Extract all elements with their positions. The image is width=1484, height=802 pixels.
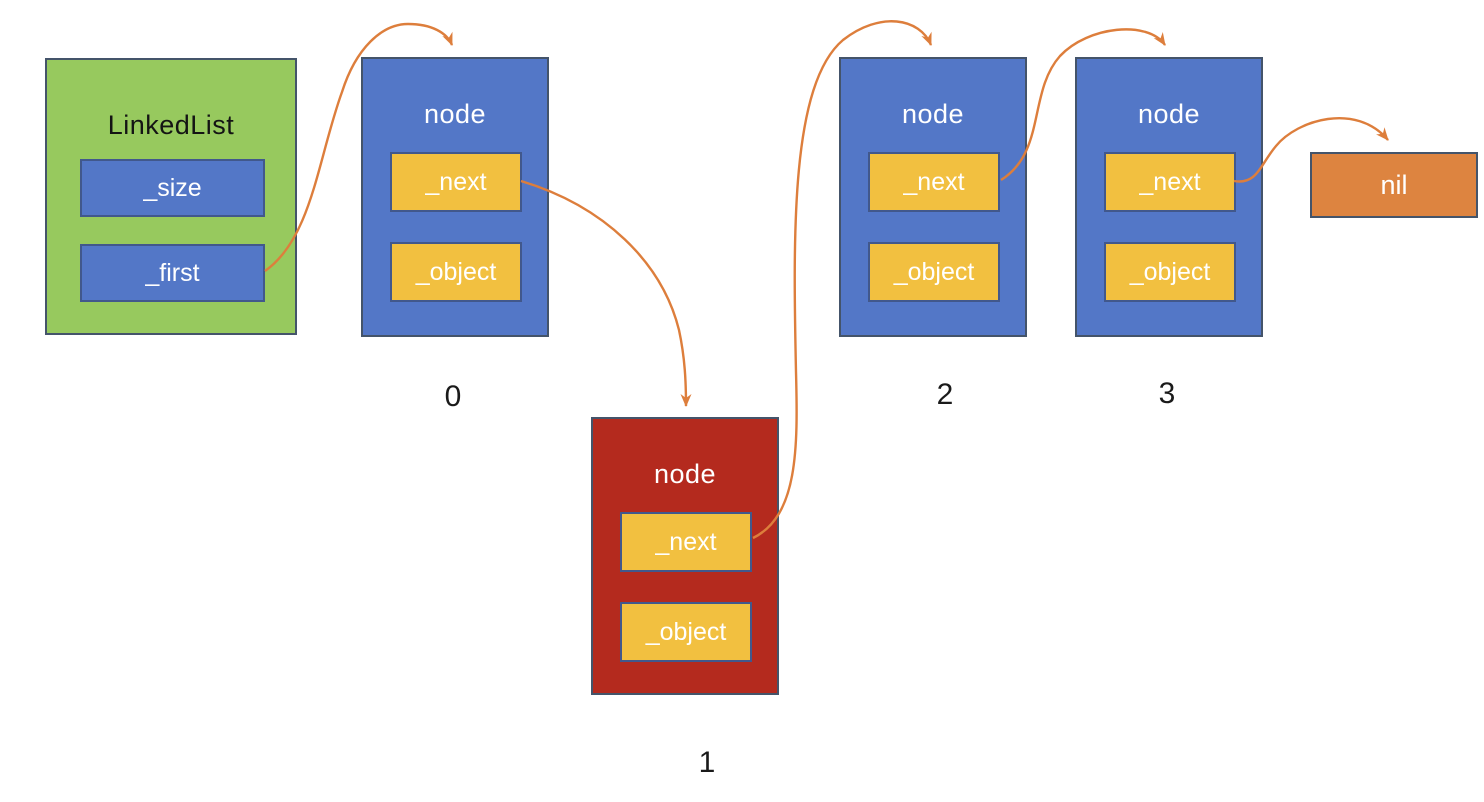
node-title: node: [1137, 99, 1201, 129]
node-index-label-1: 1: [698, 746, 716, 779]
node-title: node: [423, 99, 487, 129]
node-title: node: [901, 99, 965, 129]
node-box-0: node _next _object: [361, 57, 549, 337]
size-field: _size: [80, 159, 265, 217]
next-field: _next: [868, 152, 1000, 212]
node-title: node: [653, 459, 717, 489]
object-field: _object: [390, 242, 522, 302]
first-field: _first: [80, 244, 265, 302]
linkedlist-title: LinkedList: [107, 110, 235, 140]
node-box-3: node _next _object: [1075, 57, 1263, 337]
object-field: _object: [620, 602, 752, 662]
node-index-label-2: 2: [936, 378, 954, 411]
linkedlist-box: LinkedList _size _first: [45, 58, 297, 335]
nil-terminator-box: nil: [1310, 152, 1478, 218]
next-field: _next: [390, 152, 522, 212]
object-field: _object: [1104, 242, 1236, 302]
next-field: _next: [620, 512, 752, 572]
node-box-1: node _next _object: [591, 417, 779, 695]
next-field: _next: [1104, 152, 1236, 212]
object-field: _object: [868, 242, 1000, 302]
node-index-label-0: 0: [444, 380, 462, 413]
node-index-label-3: 3: [1158, 377, 1176, 410]
node-box-2: node _next _object: [839, 57, 1027, 337]
